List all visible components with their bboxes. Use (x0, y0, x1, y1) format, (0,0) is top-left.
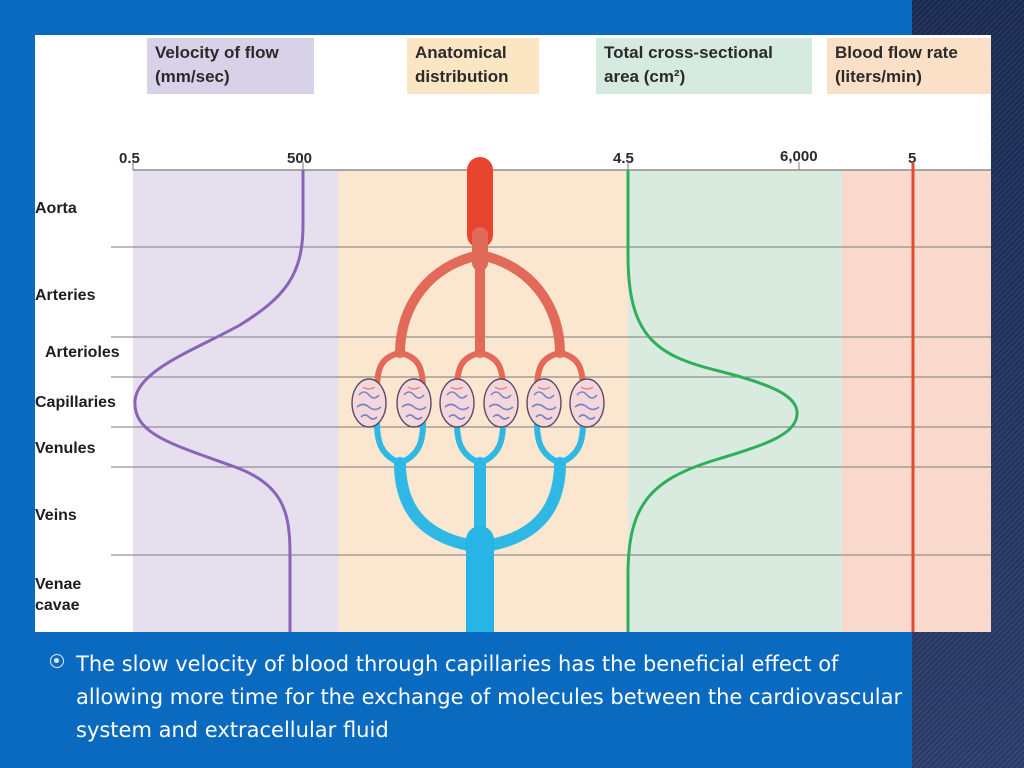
area-scale-max: 6,000 (780, 148, 818, 165)
header-velocity: Velocity of flow (mm/sec) (147, 38, 314, 94)
row-label-venae-cavae: Venae cavae (35, 576, 82, 614)
row-label-venules: Venules (35, 440, 96, 457)
header-blood-flow-rate: Blood flow rate (liters/min) (827, 38, 991, 94)
header-cross-sectional-area: Total cross-sectional area (cm²) (596, 38, 812, 94)
circulation-figure: Velocity of flow (mm/sec) Anatomical dis… (35, 35, 991, 632)
row-label-aorta: Aorta (35, 200, 77, 217)
row-label-veins: Veins (35, 507, 77, 524)
caption-text: The slow velocity of blood through capil… (76, 652, 903, 742)
flow-rate-scale: 5 (908, 150, 917, 167)
bullet-icon (50, 654, 64, 668)
area-curve (626, 170, 799, 632)
circulation-diagram (111, 157, 991, 632)
velocity-curve (133, 170, 305, 632)
arterial-tree (374, 157, 586, 393)
velocity-scale-min: 0.5 (119, 150, 140, 167)
row-label-capillaries: Capillaries (35, 394, 116, 411)
area-scale-min: 4.5 (613, 150, 634, 167)
velocity-scale-max: 500 (287, 150, 313, 167)
header-anatomical: Anatomical distribution (407, 38, 539, 94)
row-label-arteries: Arteries (35, 287, 96, 304)
capillary-beds (351, 378, 605, 428)
venous-tree (374, 420, 586, 632)
row-label-arterioles: Arterioles (45, 344, 120, 361)
caption-bullet: The slow velocity of blood through capil… (50, 648, 930, 747)
